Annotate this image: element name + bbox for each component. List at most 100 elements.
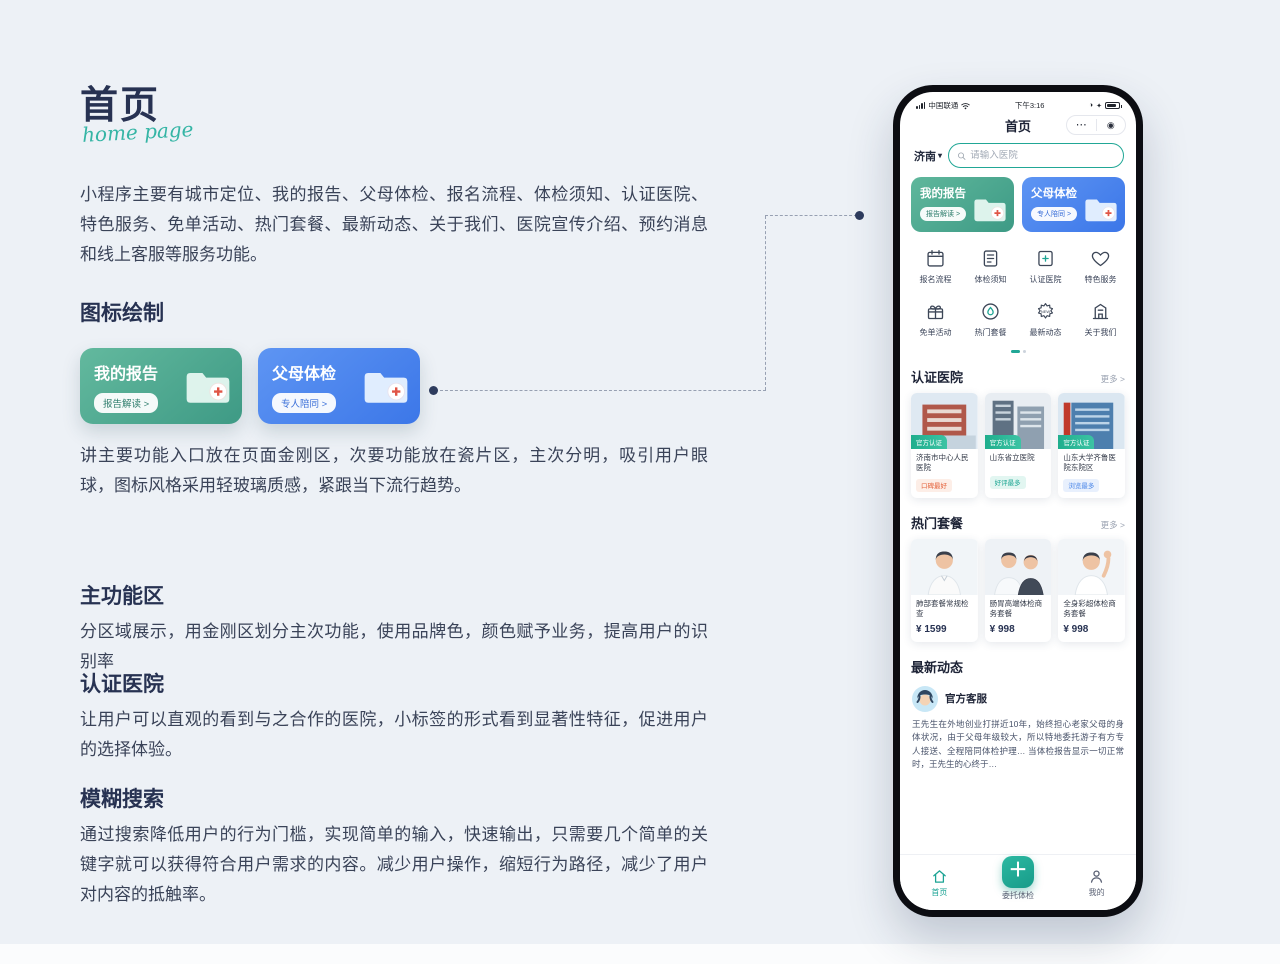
plus-button[interactable]: ＋	[1002, 856, 1034, 888]
search-input[interactable]	[970, 150, 1115, 161]
section-body-search: 通过搜索降低用户的行为门槛，实现简单的输入，快速输出，只需要几个简单的关键字就可…	[80, 825, 708, 904]
miniprogram-capsule: ⋯ ◉	[1066, 115, 1126, 135]
grid-item-latest-news[interactable]: NEW 最新动态	[1018, 301, 1073, 338]
page-dot-active	[1010, 350, 1020, 353]
hospital-name: 山东省立医院	[989, 453, 1035, 462]
hospital-card[interactable]: 官方认证 山东省立医院 好评最多	[984, 393, 1052, 499]
search-icon	[958, 151, 966, 160]
hospital-name: 济南市中心人民医院	[916, 453, 969, 473]
document-icon	[983, 250, 998, 267]
search-row: 济南 ▾	[900, 139, 1136, 168]
banner-parents-checkup[interactable]: 父母体检 专人陪同 >	[1022, 177, 1125, 232]
hospitals-section-header: 认证医院 更多 >	[900, 367, 1136, 386]
grid-label: 特色服务	[1084, 275, 1117, 284]
grid-item-hot-packages[interactable]: 热门套餐	[963, 301, 1018, 338]
grid-item-checkup-notice[interactable]: 体检须知	[963, 248, 1018, 285]
hospital-card-list: 官方认证 济南市中心人民医院 口碑最好 官方认证 山东省立医院 好评最多 官方认…	[900, 386, 1136, 499]
heart-icon	[1091, 251, 1110, 267]
page-title: 首页	[80, 85, 161, 127]
icon-note-paragraph: 讲主要功能入口放在页面金刚区，次要功能放在瓷片区，主次分明，吸引用户眼球，图标风…	[80, 446, 708, 495]
customer-service-name: 官方客服	[945, 693, 987, 705]
tab-profile[interactable]: 我的	[1057, 868, 1136, 898]
showcase-card-badge: 报告解读 >	[94, 393, 159, 413]
phone-mockup: 中国联通 下午3:16 ◑ ✦ 首页 ⋯ ◉ 济南	[893, 85, 1143, 917]
section-heading-search: 模糊搜索	[80, 788, 164, 811]
section-heading-main-area: 主功能区	[80, 585, 164, 608]
hospital-photo: 官方认证	[984, 393, 1052, 449]
official-cert-badge: 官方认证	[911, 435, 947, 449]
nav-bar: 首页 ⋯ ◉	[900, 111, 1136, 139]
intro-paragraph: 小程序主要有城市定位、我的报告、父母体检、报名流程、体检须知、认证医院、特色服务…	[80, 185, 708, 264]
tab-delegate-checkup[interactable]: ＋ 委托体检	[979, 856, 1058, 901]
hospital-card[interactable]: 官方认证 济南市中心人民医院 口碑最好	[911, 393, 978, 499]
banner-badge: 报告解读 >	[920, 207, 967, 221]
hospital-name: 山东大学齐鲁医院东院区	[1063, 453, 1116, 473]
hospital-tag: 浏览最多	[1063, 478, 1100, 492]
feature-grid: 报名流程 体检须知 认证医院 特色服务 免单活动 热门套餐	[900, 232, 1136, 338]
package-name: 肠胃高端体检商务套餐	[989, 599, 1043, 619]
folder-report-icon	[974, 199, 1006, 222]
grid-item-special-services[interactable]: 特色服务	[1073, 248, 1128, 285]
status-bar: 中国联通 下午3:16 ◑ ✦	[900, 92, 1136, 111]
city-selector[interactable]: 济南 ▾	[914, 148, 942, 164]
close-minimize-button[interactable]: ◉	[1106, 119, 1115, 130]
signal-icon	[916, 101, 926, 110]
search-box[interactable]	[948, 143, 1124, 168]
banner-my-report[interactable]: 我的报告 报告解读 >	[911, 177, 1014, 232]
status-right: ◑ ✦	[1089, 101, 1122, 110]
grid-label: 认证医院	[1029, 275, 1062, 284]
grid-label: 最新动态	[1029, 328, 1062, 337]
showcase-card-title: 我的报告	[94, 366, 159, 383]
hospitals-more-link[interactable]: 更多 >	[1100, 374, 1125, 384]
showcase-card-title: 父母体检	[272, 366, 337, 383]
grid-page-indicator	[900, 350, 1136, 353]
nav-title: 首页	[1004, 118, 1031, 134]
hospital-tag: 好评最多	[989, 475, 1026, 489]
package-card-list: 肺部套餐常规检查 ¥ 1599 肠胃高端体检商务套餐 ¥ 998 全身彩超体检商…	[900, 532, 1136, 642]
footer-strip	[0, 944, 1280, 964]
customer-service-row[interactable]: 官方客服	[900, 676, 1136, 718]
city-label: 济南	[914, 150, 936, 163]
grid-label: 热门套餐	[974, 328, 1007, 337]
package-card[interactable]: 肠胃高端体检商务套餐 ¥ 998	[984, 539, 1052, 642]
tab-bar: 首页 ＋ 委托体检 我的	[900, 854, 1136, 910]
packages-section-header: 热门套餐 更多 >	[900, 513, 1136, 532]
page-subtitle-script: home page	[81, 117, 195, 147]
more-menu-button[interactable]: ⋯	[1075, 118, 1087, 131]
package-price: ¥ 998	[1063, 623, 1089, 635]
battery-icon	[1105, 101, 1122, 110]
package-name: 肺部套餐常规检查	[916, 599, 969, 619]
folder-report-icon	[186, 373, 230, 403]
tab-label: 首页	[931, 887, 948, 897]
news-section-title: 最新动态	[911, 659, 964, 675]
grid-label: 体检须知	[974, 275, 1007, 284]
status-left: 中国联通	[916, 100, 971, 111]
phone-screen: 中国联通 下午3:16 ◑ ✦ 首页 ⋯ ◉ 济南	[900, 92, 1136, 910]
hospitals-section-title: 认证医院	[911, 370, 964, 385]
grid-item-about-us[interactable]: 关于我们	[1073, 301, 1128, 338]
folder-checkup-icon	[1085, 199, 1117, 222]
grid-item-free-activity[interactable]: 免单活动	[908, 301, 963, 338]
connector-line-horizontal-2	[765, 215, 857, 216]
flame-icon	[982, 303, 999, 320]
connector-dot-right	[855, 211, 864, 220]
hospital-card[interactable]: 官方认证 山东大学齐鲁医院东院区 浏览最多	[1058, 393, 1125, 499]
package-card[interactable]: 肺部套餐常规检查 ¥ 1599	[911, 539, 978, 642]
hospital-photo: 官方认证	[911, 393, 978, 449]
package-photo	[911, 539, 978, 596]
section-body-hospitals: 让用户可以直观的看到与之合作的医院，小标签的形式看到显著性特征，促进用户的选择体…	[80, 710, 708, 759]
customer-service-avatar	[912, 685, 938, 712]
status-time: 下午3:16	[1014, 101, 1045, 110]
capsule-divider	[1095, 119, 1097, 131]
carrier-label: 中国联通	[928, 101, 959, 110]
grid-item-certified-hospitals[interactable]: 认证医院	[1018, 248, 1073, 285]
tab-home[interactable]: 首页	[900, 868, 979, 898]
packages-more-link[interactable]: 更多 >	[1100, 520, 1125, 531]
package-card[interactable]: 全身彩超体检商务套餐 ¥ 998	[1058, 539, 1125, 642]
connector-line-horizontal-1	[440, 390, 766, 391]
grid-label: 报名流程	[919, 275, 952, 284]
official-cert-badge: 官方认证	[1058, 435, 1095, 449]
showcase-card-my-report: 我的报告 报告解读 >	[80, 348, 242, 424]
grid-item-signup-flow[interactable]: 报名流程	[908, 248, 963, 285]
grid-label: 免单活动	[919, 328, 952, 337]
